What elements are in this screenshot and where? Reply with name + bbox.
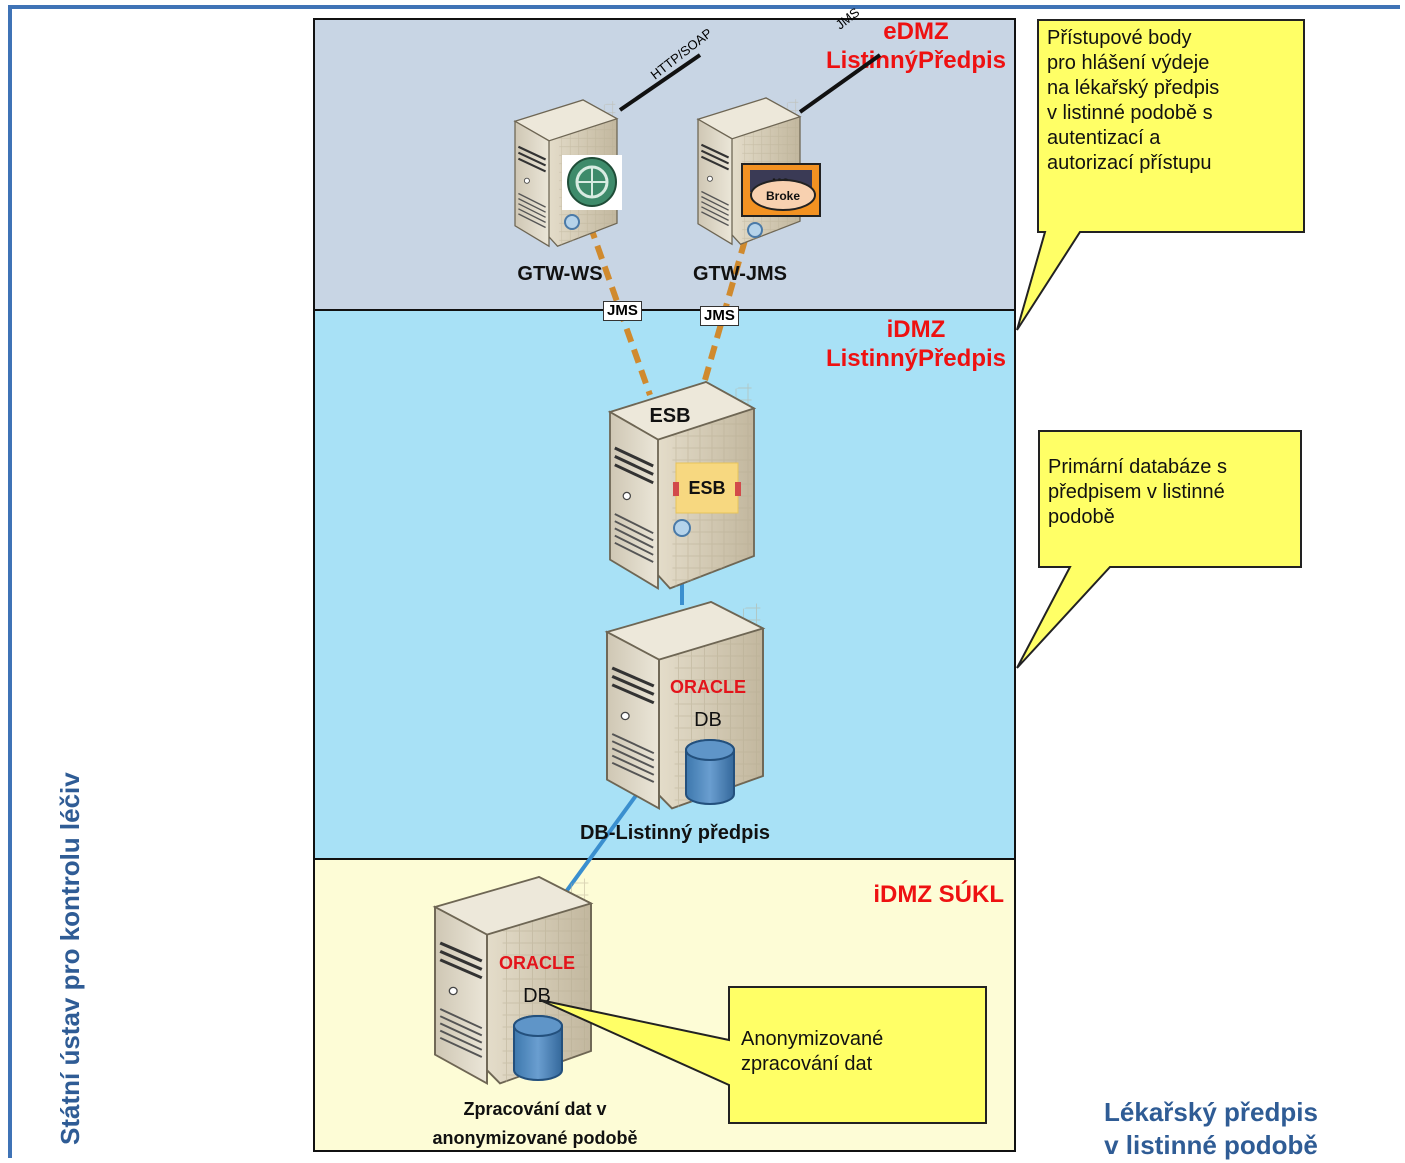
jms-tag-left: JMS — [603, 301, 642, 321]
callout-line: autentizací a — [1047, 127, 1161, 149]
db-anon-link — [558, 788, 642, 902]
callout-primary-db-shape — [1016, 430, 1302, 669]
db-anon-label-line1: Zpracování dat v — [463, 1099, 607, 1119]
zone-edmz-title-line1: eDMZ — [883, 18, 949, 45]
mq-broker-badge: MQ Broke — [741, 163, 821, 238]
callout-primary-db: Primární databáze s předpisem v listinné… — [1048, 455, 1227, 530]
callout-line: Přístupové body — [1047, 27, 1192, 49]
callout-line: autorizací přístupu — [1047, 152, 1212, 174]
gtw-ws-http-link — [618, 53, 702, 112]
esb-label: ESB — [649, 405, 691, 427]
callout-line: Primární databáze s — [1048, 456, 1227, 478]
gtw-ws-badge — [562, 155, 622, 230]
corner-title-line2: v listinné podobě — [1104, 1130, 1318, 1160]
db-listinny-label: DB-Listinný předpis — [579, 822, 770, 844]
zone-edmz-title-line2: ListinnýPředpis — [825, 47, 1006, 74]
callout-line: pro hlášení výdeje — [1047, 52, 1210, 74]
zone-sukl-title: iDMZ SÚKL — [873, 881, 1004, 908]
broker-badge-text: Broke — [766, 189, 800, 203]
callout-line: na lékařský předpis — [1047, 77, 1220, 99]
gtw-jms-label: GTW-JMS — [692, 263, 788, 285]
db-anon-oracle: ORACLE DB — [499, 953, 575, 1081]
esb-badge-text: ESB — [688, 478, 725, 498]
callout-anonymized-shape — [539, 986, 987, 1124]
zone-idmz-title-line2: ListinnýPředpis — [825, 345, 1006, 372]
zone-edmz-title: eDMZ ListinnýPředpis — [826, 17, 1006, 75]
db-label: DB — [694, 709, 722, 731]
callout-line: předpisem v listinné — [1048, 481, 1225, 503]
db-listinny-oracle: ORACLE DB — [670, 677, 746, 805]
jms-top-label: JMS — [833, 4, 863, 32]
oracle-logo: ORACLE — [499, 953, 575, 973]
side-title: Státní ústav pro kontrolu léčiv — [55, 772, 85, 1145]
callout-line: podobě — [1048, 506, 1115, 528]
db-anon-label-line2: anonymizované podobě — [432, 1128, 638, 1148]
db-anon-label: Zpracování dat v anonymizované podobě — [400, 1095, 670, 1153]
corner-title-line1: Lékařský předpis — [1104, 1097, 1318, 1127]
zone-idmz-title: iDMZ ListinnýPředpis — [826, 315, 1006, 373]
http-soap-label: HTTP/SOAP — [648, 25, 715, 82]
gtw-jms-top-link — [798, 53, 882, 114]
outer-frame — [8, 5, 1400, 1158]
esb-badge: ESB — [673, 462, 741, 537]
callout-line: zpracování dat — [741, 1053, 873, 1075]
callout-access-points: Přístupové body pro hlášení výdeje na lé… — [1047, 26, 1219, 176]
oracle-logo: ORACLE — [670, 677, 746, 697]
callout-access-points-shape — [1016, 19, 1305, 331]
jms-tag-right: JMS — [700, 306, 739, 326]
corner-title: Lékařský předpis v listinné podobě — [1066, 1096, 1356, 1162]
zone-idmz-title-line1: iDMZ — [886, 316, 946, 343]
callout-line: Anonymizované — [741, 1028, 884, 1050]
callout-anonymized: Anonymizované zpracování dat — [741, 1027, 883, 1077]
callout-line: v listinné podobě s — [1047, 102, 1213, 124]
gtw-ws-label: GTW-WS — [517, 263, 603, 285]
